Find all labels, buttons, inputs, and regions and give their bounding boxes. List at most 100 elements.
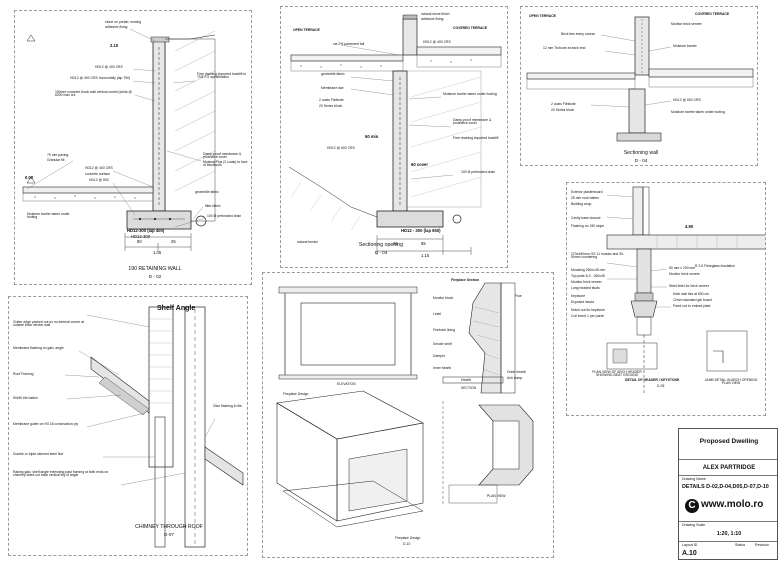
molo-logo-icon: C <box>685 499 699 513</box>
note-hd12-400: HD12 @ 400 CRS <box>95 65 123 69</box>
note-flashing: Flashing on 150 slope <box>571 224 605 228</box>
note-long-studs: Long headed studs <box>571 286 600 290</box>
note-stone: stone on prelab. mosing <box>105 20 142 24</box>
fireplace-design-label-2: Fireplace Design <box>395 536 421 540</box>
logo-text: www.molo.ro <box>701 499 764 510</box>
sectioning-wall-title: Sectioning wall <box>623 150 659 156</box>
panel-sectioning-opening: natural stone finish adhesive fixing COV… <box>280 6 508 268</box>
fireplace-drawing <box>276 282 534 528</box>
level-490: 4.90 <box>685 224 694 229</box>
panel-header-keystone: Exterior plasterboard 25 mm rock batten … <box>566 182 766 416</box>
fp-note-firebrick: Firebrick lining <box>433 328 455 332</box>
note-block-wall: 150mm concrete block wall vertical contr… <box>55 90 132 98</box>
note-steel-lintel: Steel lintel for brick veneer <box>669 284 709 288</box>
layout-id: A.10 <box>682 550 697 557</box>
header-keystone-title: DETAIL OF HEADER / KEYSTONE <box>625 378 680 382</box>
note-geotextile-2: geotextile fabric <box>321 72 345 76</box>
note-fall: via 2% pavement fall <box>333 42 365 46</box>
scale-label: Drawing Scale <box>682 523 706 527</box>
header-keystone-ref: D-05 <box>657 384 665 388</box>
note-top-plate: Top plate 8-0 - 260x45 <box>571 274 605 278</box>
note-stone-finish: natural stone finish <box>421 12 450 16</box>
fp-note-ash-dump: Ash dump <box>507 376 523 380</box>
note-hd12-horiz: HD12 @ 400 CRS horizontally (lap 750) <box>70 76 131 80</box>
note-brick-ties: Brick ties every course <box>561 32 596 36</box>
fireplace-section-label: SECTION <box>461 386 477 390</box>
fireplace-hearth: Hearth <box>461 378 472 382</box>
fireplace-section-title: Fireplace Section <box>451 278 480 282</box>
layout-label: Layout ID <box>682 543 698 547</box>
dim-hd12-lap: HD12-300 (lap 400) <box>127 228 165 233</box>
drawing-name: DETAILS D-02,D-04,D05,D-07,D-10 <box>682 484 769 490</box>
jamb-detail-caption: JAMB DETAIL IN ARCH OPENING PLAN VIEW <box>704 378 758 386</box>
note-granular: Granular fill <box>47 158 65 162</box>
level-bottom: 0.00 <box>25 175 34 180</box>
note-rock-batten: 25 mm rock batten <box>571 196 600 200</box>
retaining-wall-ref: D - 02 <box>148 274 162 279</box>
note-membrane-gutter: Membrane gutter on H3 18 construction pl… <box>13 422 79 426</box>
dim-60min: 60 min <box>365 134 379 139</box>
panel-sectioning-wall: OPEN TERRACE COVERED TERRACE Monitor bri… <box>520 6 758 166</box>
note-backfill-2: Free draining imported backfill <box>453 136 499 140</box>
client-name: ALEX PARTRIDGE <box>702 465 756 471</box>
dim-115: 1.15 <box>421 253 430 258</box>
note-veneer-3: Monitor brick veneer <box>669 272 700 276</box>
note-terrain: natural terrain <box>297 240 318 244</box>
plan-arch-header-caption: PLAN VIEW OF ARCH HEADER SHOWING BEAT GR… <box>592 370 642 378</box>
note-dpm-2: Damp-proof membrane & protective cover <box>453 118 492 126</box>
note-trufoote: 12 mm Trufoote at each end <box>543 46 586 50</box>
fp-note-lintel: Lintel <box>433 312 442 316</box>
note-coil: Coil insert 1 per panel <box>571 314 604 318</box>
dim-30: 30 <box>393 241 398 246</box>
note-concrete: concrete surface <box>85 172 111 176</box>
fireplace-flue: Flue <box>515 294 522 298</box>
fireplace-ref: D-10 <box>403 542 411 546</box>
note-block-20: 20 Series block <box>319 104 343 108</box>
note-drain: 100 Ø perforated drain <box>207 214 242 218</box>
note-paving: 75 mm paving <box>47 153 69 157</box>
note-dpm: Damp-proof membrane & protective cover <box>203 152 242 160</box>
note-adhesive: adhesive fixing <box>105 25 128 29</box>
note-moulding: Moulding 250x145 mm <box>571 268 606 272</box>
note-mulseal: Mulseal Plus (2 coats) to face of blockw… <box>203 160 248 168</box>
note-tile-batten: 50x50 tile batten <box>13 396 38 400</box>
panel-retaining-wall: stone on prelab. mosing adhesive fixing … <box>14 10 252 285</box>
fp-note-damper: Damper <box>433 354 446 358</box>
shelf-angle-title: Shelf Angle <box>157 305 196 312</box>
dim-105: 1.05 <box>153 250 162 255</box>
note-hd12-400b: HD12 @ 400 CRS <box>85 166 113 170</box>
note-brick-veneer: Monitor brick veneer <box>671 22 702 26</box>
note-block-20b: 20 Series block <box>551 108 575 112</box>
revision-label: Revision <box>755 543 769 547</box>
sectioning-wall-ref: D - 04 <box>634 158 648 163</box>
note-backfill: Free draining imported backfill to TNZ F… <box>197 72 247 80</box>
header-keystone-drawing <box>606 186 765 395</box>
note-keystone: Keystone <box>571 294 586 298</box>
sectioning-opening-drawing <box>288 14 502 255</box>
project-name: Proposed Dwelling <box>699 438 759 445</box>
note-wall-ties: brick wall ties at 600 crs <box>673 292 709 296</box>
fp-note-outer-hearth: Outer hearth <box>507 370 527 374</box>
note-raking-angle: Raking galv. shelf angle extending past … <box>13 470 109 478</box>
fp-note-block: Monitor block <box>433 296 454 300</box>
note-geotextile: geotextile fabric <box>195 190 219 194</box>
dim-hd12-300: HD12 - 300 (lap 650) <box>401 228 441 233</box>
note-moisture: Moisture barrier taken under footing <box>27 212 70 220</box>
note-flintkote-2: 2 coats Flintkote <box>551 102 576 106</box>
note-wrap: Building wrap <box>571 202 592 206</box>
note-glue-flashing: Glue flashing to tile <box>213 404 242 408</box>
note-steel-flue: Double or triple-skinned steel flue <box>13 452 64 456</box>
note-cavity: Cavity base closure <box>571 216 601 220</box>
note-gutter-edge: Gutter edge packed out so no internal co… <box>13 320 85 328</box>
note-adhesive-2: adhesive fixing <box>421 17 444 21</box>
drawing-name-label: Drawing Name <box>682 477 706 481</box>
label-open-terrace: OPEN TERRACE <box>293 28 320 32</box>
note-fascia: Exposed fascia <box>571 300 594 304</box>
note-gib: 12mm standard gib board <box>673 298 712 302</box>
chimney-ref: D-07 <box>164 532 174 537</box>
fireplace-plan-label: PLAN VIEW <box>487 494 506 498</box>
sectioning-opening-ref: D - 04 <box>374 250 388 255</box>
note-notch: Notch out for keystone <box>571 308 605 312</box>
label-covered-terrace-2: COVERED TERRACE <box>695 12 730 16</box>
